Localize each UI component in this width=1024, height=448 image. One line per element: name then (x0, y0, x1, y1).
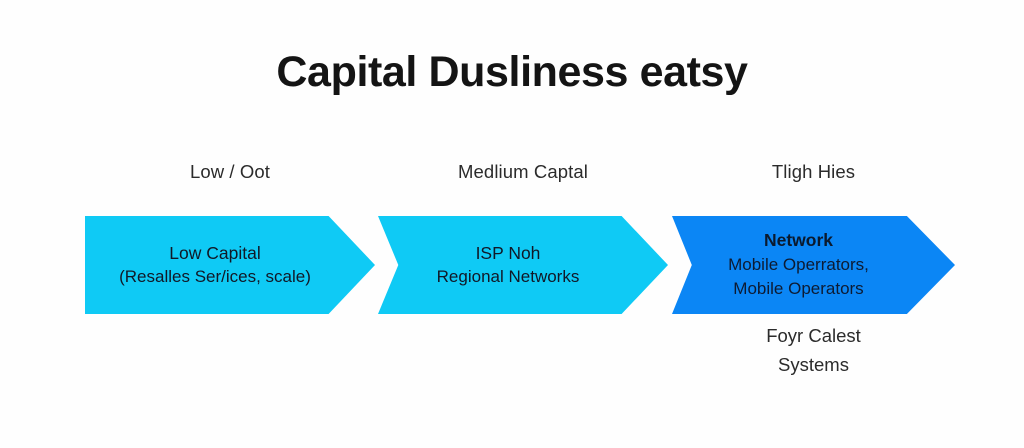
stage-arrow-1-detail: (Resalles Ser/ices, scale) (119, 267, 311, 287)
stage-arrow-2-content: ISP Noh Regional Networks (378, 241, 668, 290)
stage-arrow-1-content: Low Capital (Resalles Ser/ices, scale) (85, 241, 375, 290)
stage-arrow-3-content: Network Mobile Operrators, Mobile Operat… (672, 228, 955, 301)
stage-arrow-2-detail: Regional Networks (436, 267, 580, 287)
stage-arrow-1[interactable]: Low Capital (Resalles Ser/ices, scale) (85, 216, 375, 314)
footnote-line-2: Systems (778, 353, 849, 375)
stage-arrow-1-heading: Low Capital (169, 242, 261, 263)
stage-caption-2: Medlium Captal (458, 161, 588, 182)
footnote-line-1: Foyr Calest (766, 325, 861, 346)
stage-arrow-2[interactable]: ISP Noh Regional Networks (378, 216, 668, 314)
stage-arrow-3-heading: Network (763, 230, 834, 251)
stage-arrow-3-detail: Mobile Operrators, (728, 255, 869, 275)
page-title: Capital Dusliness eatsy (276, 48, 748, 96)
stage-caption-1: Low / Oot (189, 161, 271, 182)
footnote: Foyr Calest Systems (672, 322, 955, 379)
stage-arrow-2-heading: ISP Noh (475, 242, 541, 263)
stage-caption-3: Tligh Hies (771, 161, 856, 182)
stage-arrow-3-detail-2: Mobile Operators (733, 279, 864, 299)
stage-arrow-3[interactable]: Network Mobile Operrators, Mobile Operat… (672, 216, 955, 314)
